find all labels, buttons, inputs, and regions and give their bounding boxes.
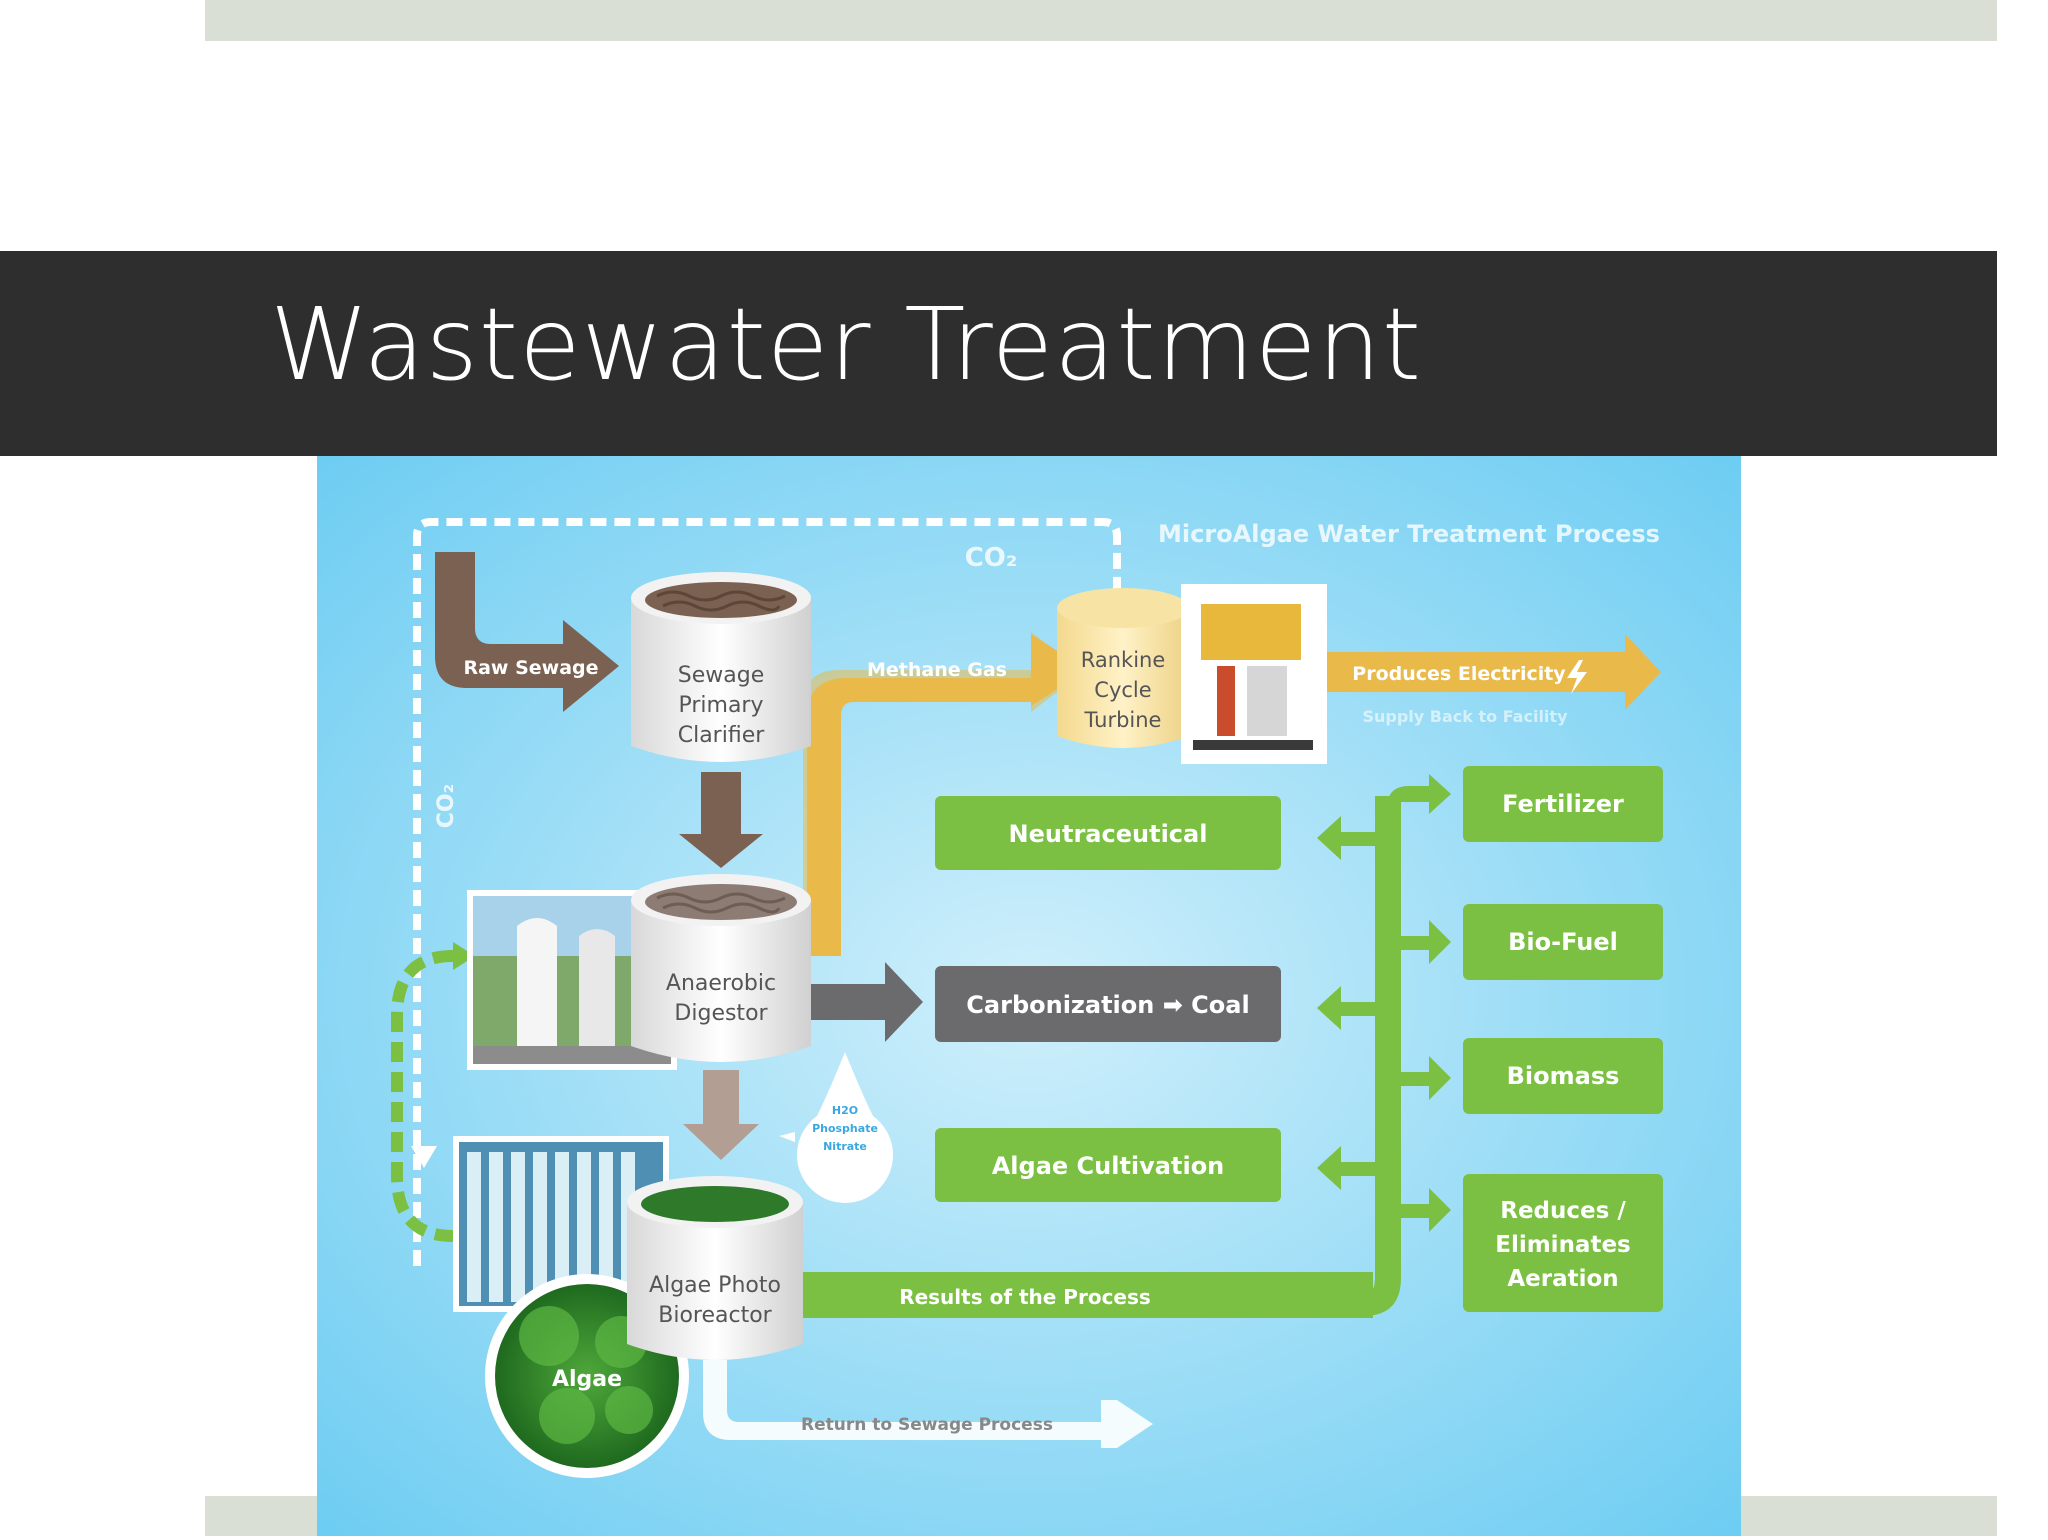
algae-label: Algae bbox=[552, 1367, 622, 1392]
neutraceutical-box bbox=[935, 796, 1281, 870]
branch-arrow-biomass bbox=[1401, 1056, 1451, 1100]
co2-return-arrowhead bbox=[411, 1146, 437, 1168]
nutrient-droplet: H2O Phosphate Nitrate bbox=[779, 1052, 893, 1203]
algae-circle: Algae bbox=[485, 1274, 689, 1478]
nutrient-h2o: H2O bbox=[832, 1104, 858, 1117]
biomass-label: Biomass bbox=[1507, 1062, 1620, 1090]
rankine-cycle-turbine: Rankine Cycle Turbine bbox=[1057, 588, 1189, 748]
clarifier-label-line1: Sewage bbox=[678, 663, 764, 688]
aeration-label-line2: Eliminates bbox=[1495, 1232, 1631, 1258]
nutrient-nitrate: Nitrate bbox=[823, 1140, 867, 1153]
slide-title: Wastewater Treatment bbox=[270, 286, 1423, 403]
methane-gas-label: Methane Gas bbox=[867, 659, 1007, 681]
algae-cultivation-box bbox=[935, 1128, 1281, 1202]
return-to-sewage-arrow bbox=[703, 1360, 1153, 1448]
digestor-label-line2: Digestor bbox=[674, 1001, 768, 1026]
branch-arrow-fertilizer bbox=[1387, 774, 1451, 814]
turbine-label-line1: Rankine bbox=[1081, 648, 1166, 672]
top-decor-band bbox=[205, 0, 1997, 41]
bioreactor-label-line2: Bioreactor bbox=[658, 1303, 772, 1328]
bioreactor-label-line1: Algae Photo bbox=[649, 1273, 781, 1298]
carbonization-coal-label: Carbonization ➡ Coal bbox=[966, 991, 1249, 1019]
fertilizer-box bbox=[1463, 766, 1663, 842]
primary-clarifier: Sewage Primary Clarifier bbox=[631, 572, 811, 762]
algae-cultivation-label: Algae Cultivation bbox=[992, 1152, 1225, 1180]
branch-arrow-coal bbox=[1317, 986, 1375, 1030]
digestor-label-line1: Anaerobic bbox=[666, 971, 776, 996]
aeration-label-line3: Aeration bbox=[1507, 1266, 1618, 1292]
branch-arrow-biofuel bbox=[1401, 920, 1451, 964]
anaerobic-digestor: Anaerobic Digestor bbox=[631, 874, 811, 1062]
generator-photo bbox=[1181, 584, 1327, 764]
aeration-box bbox=[1463, 1174, 1663, 1312]
clarifier-label-line2: Primary bbox=[678, 693, 763, 718]
neutraceutical-label: Neutraceutical bbox=[1009, 820, 1208, 848]
biofuel-label: Bio-Fuel bbox=[1508, 928, 1618, 956]
recirculation-arrowhead bbox=[453, 942, 475, 970]
carbonization-coal-box bbox=[935, 966, 1281, 1042]
supply-back-label: Supply Back to Facility bbox=[1362, 707, 1568, 726]
aeration-label-line1: Reduces / bbox=[1500, 1198, 1626, 1224]
clarifier-to-digestor-arrow bbox=[679, 772, 763, 868]
branch-arrow-aeration bbox=[1401, 1188, 1451, 1232]
turbine-label-line3: Turbine bbox=[1084, 708, 1162, 732]
return-to-sewage-label: Return to Sewage Process bbox=[801, 1415, 1053, 1435]
raw-sewage-label: Raw Sewage bbox=[463, 657, 598, 679]
raw-sewage-arrow bbox=[435, 552, 619, 712]
branch-arrow-neutraceutical bbox=[1317, 816, 1375, 860]
co2-left-label: CO₂ bbox=[434, 784, 459, 828]
fertilizer-label: Fertilizer bbox=[1502, 790, 1624, 818]
recirculation-loop bbox=[391, 950, 454, 1242]
digestor-to-bioreactor-arrow bbox=[683, 1070, 759, 1160]
results-of-process-label: Results of the Process bbox=[899, 1285, 1151, 1309]
biofuel-box bbox=[1463, 904, 1663, 980]
nutrient-phosphate: Phosphate bbox=[812, 1122, 878, 1135]
results-arrow-band bbox=[803, 1272, 1373, 1318]
lightning-icon bbox=[1567, 660, 1587, 694]
diagram-heading: MicroAlgae Water Treatment Process bbox=[1158, 520, 1660, 548]
algae-photo-bioreactor: Algae Photo Bioreactor bbox=[627, 1176, 803, 1360]
turbine-label-line2: Cycle bbox=[1094, 678, 1151, 702]
clarifier-label-line3: Clarifier bbox=[678, 723, 766, 748]
produces-electricity-label: Produces Electricity bbox=[1352, 663, 1566, 685]
biomass-box bbox=[1463, 1038, 1663, 1114]
title-bar bbox=[0, 251, 1997, 456]
process-diagram: MicroAlgae Water Treatment Process CO₂ C… bbox=[317, 456, 1741, 1536]
branch-arrow-cultivation bbox=[1317, 1146, 1375, 1190]
co2-loop-line bbox=[413, 518, 1121, 1266]
co2-top-label: CO₂ bbox=[965, 543, 1018, 573]
produces-electricity-arrow bbox=[1327, 634, 1661, 710]
digestor-to-coal-arrow bbox=[811, 962, 923, 1042]
